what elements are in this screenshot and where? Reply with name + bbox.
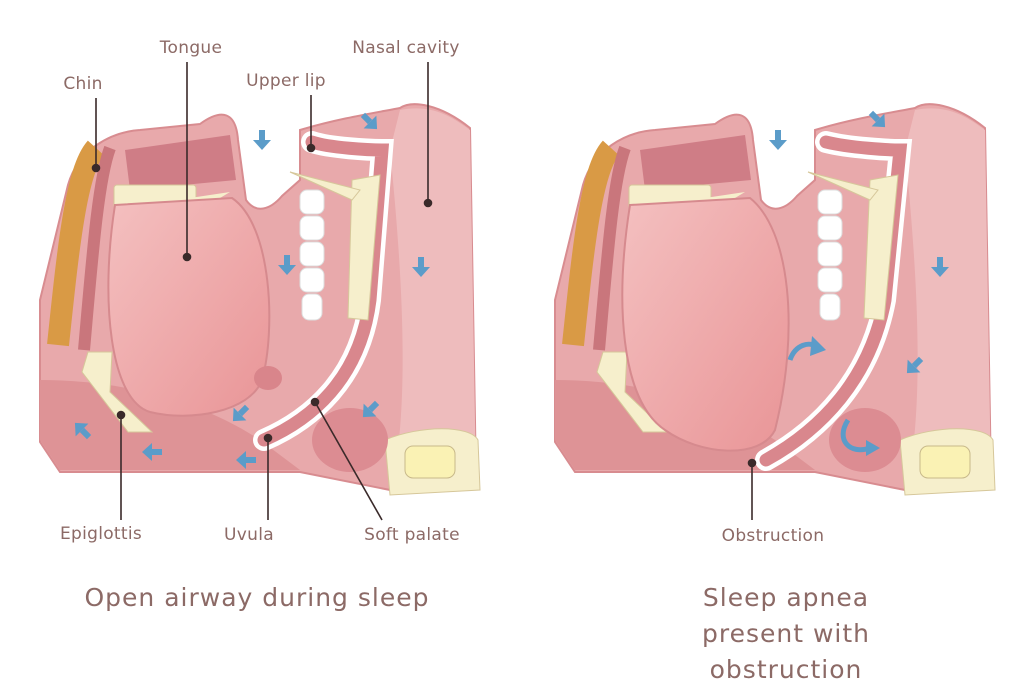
label-soft-palate: Soft palate	[364, 525, 460, 545]
teeth	[299, 189, 325, 321]
leader-lines	[747, 458, 757, 520]
adenoid-tissue	[312, 408, 388, 472]
right-panel	[555, 104, 995, 520]
hard-palate-bone	[347, 174, 381, 321]
leader-lines	[91, 62, 433, 521]
teeth	[817, 189, 843, 321]
label-epiglottis: Epiglottis	[59, 524, 143, 544]
label-tongue: Tongue	[159, 38, 223, 58]
airflow-arrow-icon	[769, 130, 787, 150]
airflow-arrows	[769, 106, 949, 456]
label-obstruction: Obstruction	[721, 526, 825, 546]
label-chin: Chin	[63, 74, 103, 94]
tongue-obstructing	[621, 196, 790, 452]
adenoid-tissue	[829, 408, 901, 472]
airway-illustration	[0, 62, 1024, 521]
label-upper-lip: Upper lip	[246, 71, 326, 91]
hard-palate-bone	[863, 174, 899, 321]
caption-right-line1: Sleep apnea present with	[701, 583, 871, 648]
caption-open-airway: Open airway during sleep	[85, 580, 430, 616]
label-nasal-cavity: Nasal cavity	[352, 38, 460, 58]
left-panel	[40, 62, 480, 521]
tongue	[107, 196, 271, 417]
blocked-airflow-arrow-icon	[840, 418, 871, 453]
caption-sleep-apnea: Sleep apnea present with obstruction	[667, 580, 905, 688]
airflow-arrow-icon	[253, 130, 271, 150]
tonsil	[254, 366, 282, 390]
caption-right-line2: obstruction	[709, 655, 863, 684]
label-uvula: Uvula	[224, 525, 274, 545]
caption-left-text: Open airway during sleep	[84, 583, 430, 612]
